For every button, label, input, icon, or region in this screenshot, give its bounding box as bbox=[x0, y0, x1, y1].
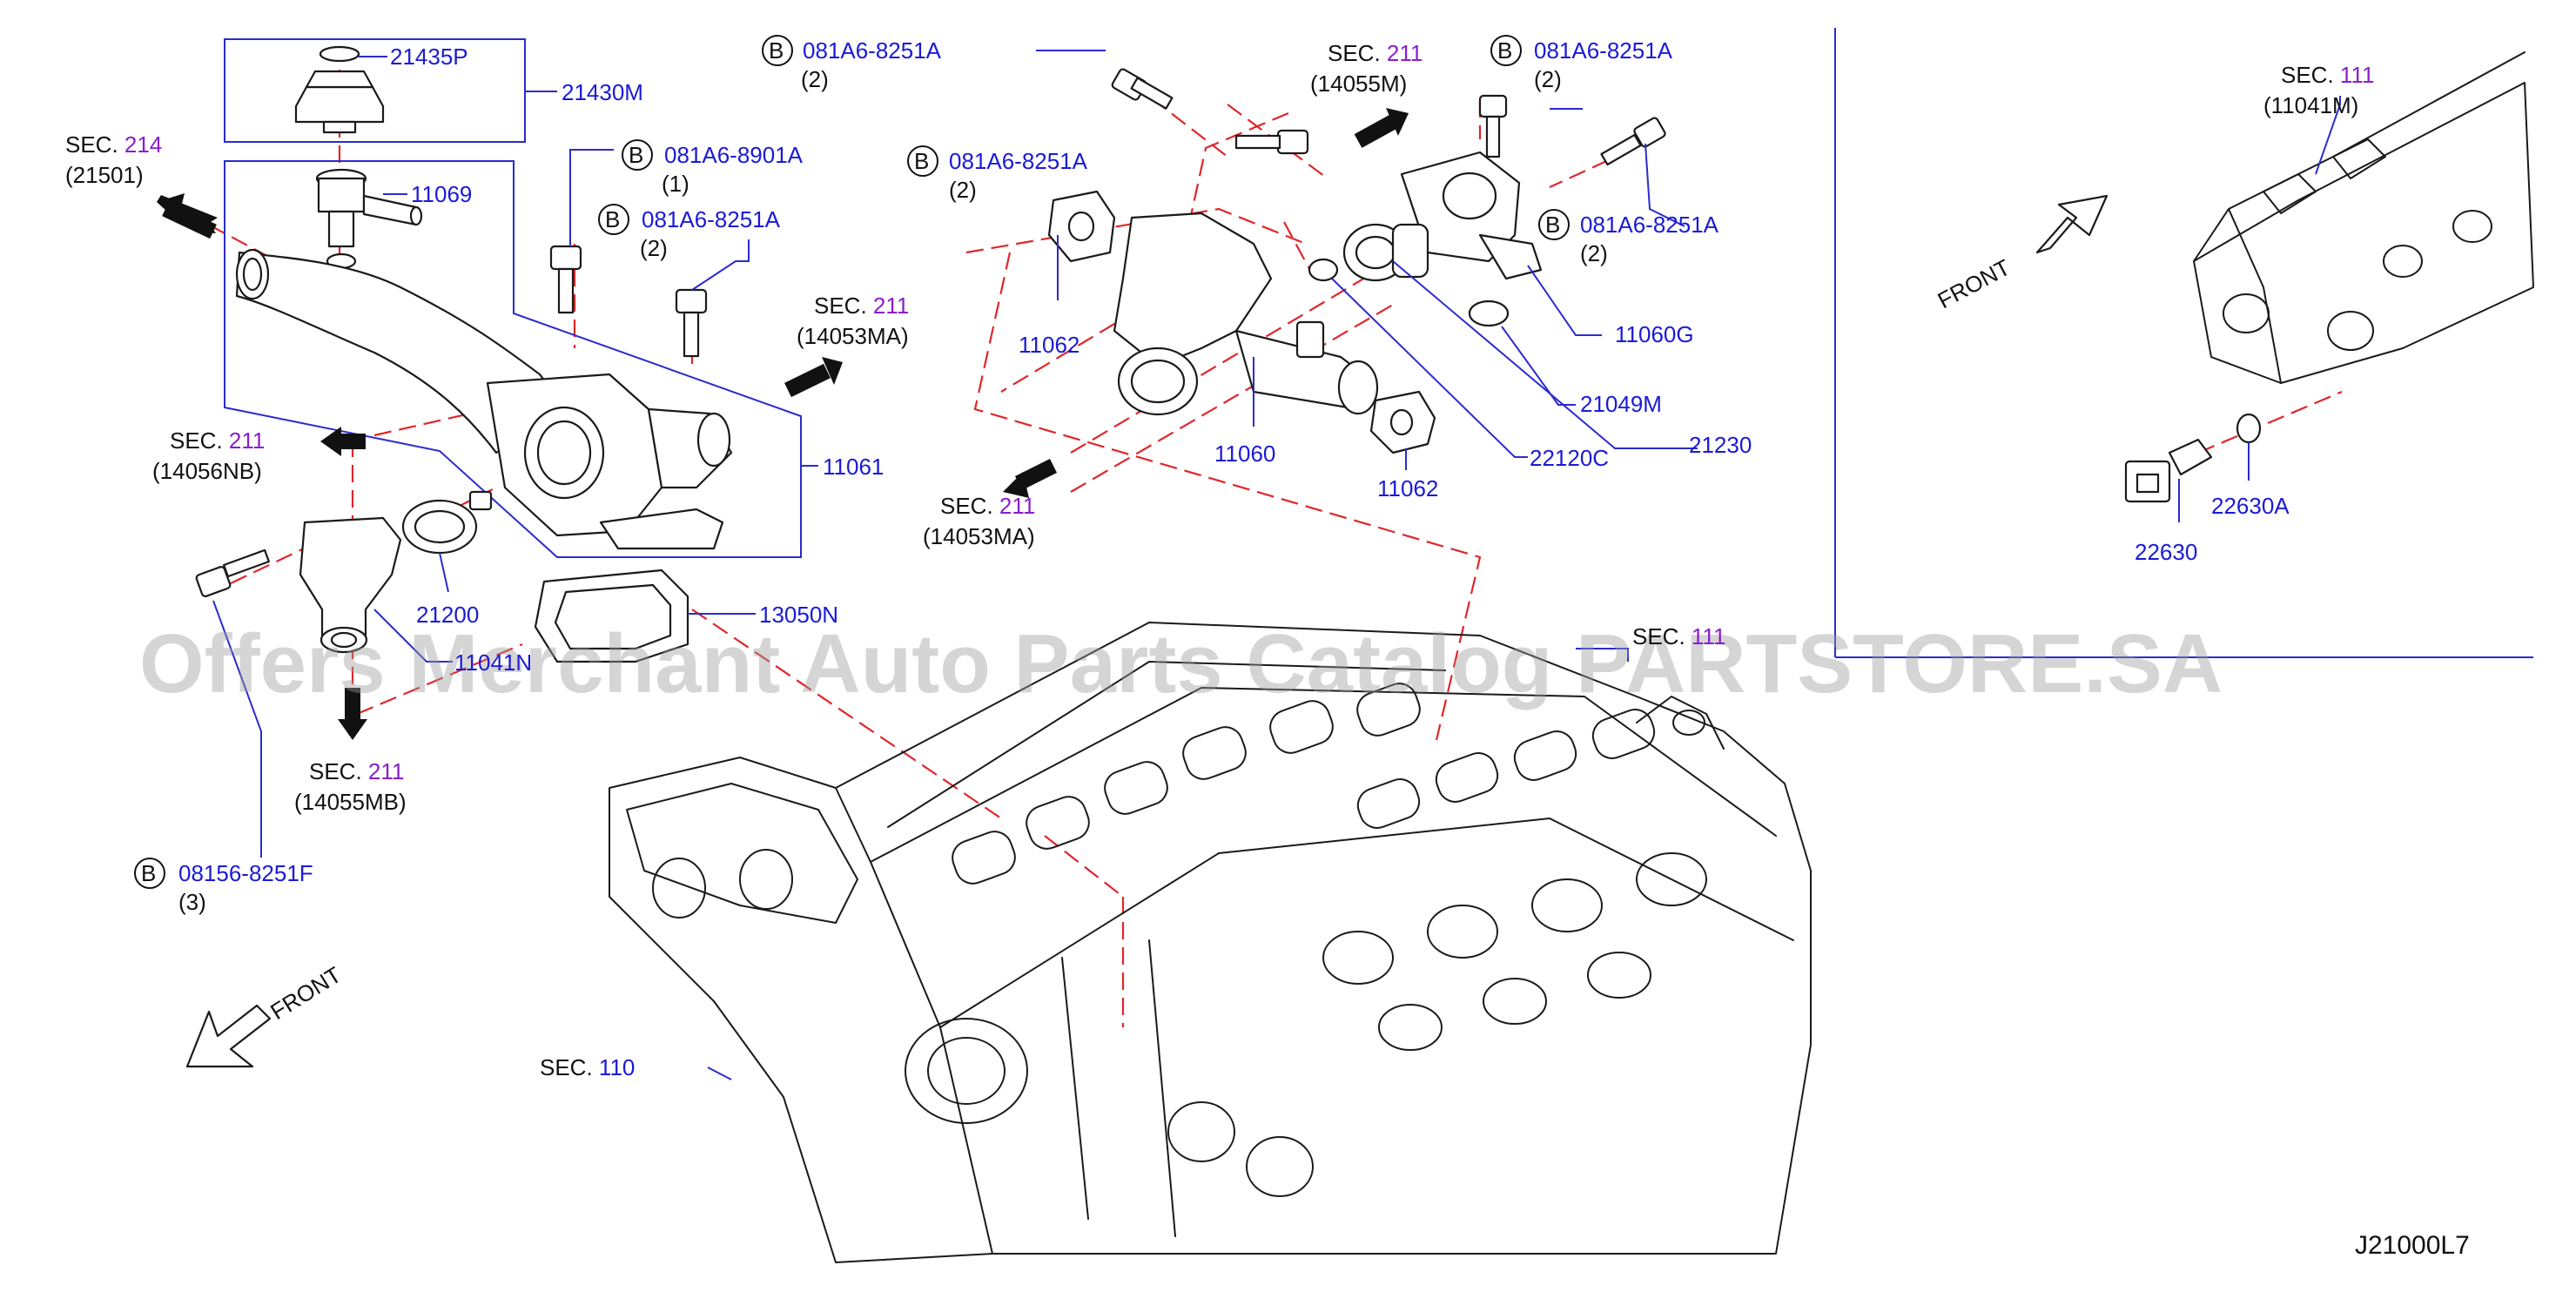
part-11062-left: 11062 bbox=[1019, 332, 1079, 358]
svg-text:081A6-8251A: 081A6-8251A bbox=[803, 37, 942, 64]
part-11060G: 11060G bbox=[1615, 321, 1694, 347]
cap-seal-disc bbox=[319, 45, 360, 63]
part-21435P: 21435P bbox=[390, 44, 468, 70]
svg-text:B: B bbox=[141, 860, 156, 886]
svg-text:B: B bbox=[629, 142, 643, 168]
svg-text:(3): (3) bbox=[178, 889, 206, 915]
water-outlet-pipe bbox=[235, 248, 733, 550]
watermark: Offers Merchant Auto Parts Catalog PARTS… bbox=[139, 617, 2223, 710]
svg-text:B: B bbox=[1545, 212, 1560, 238]
bolt-081A6-8251A-left bbox=[675, 288, 708, 358]
svg-text:B: B bbox=[769, 37, 784, 64]
arrows bbox=[157, 108, 1409, 740]
svg-text:(1): (1) bbox=[662, 171, 689, 197]
svg-text:081A6-8251A: 081A6-8251A bbox=[949, 148, 1088, 174]
gasket-11062-left bbox=[1047, 190, 1116, 263]
thermostat-housing-21049M bbox=[1342, 223, 1429, 282]
part-11062-right: 11062 bbox=[1377, 475, 1438, 501]
sec-211-label-c: SEC. 211 bbox=[309, 758, 404, 784]
sec-211-ref-e: (14053MA) bbox=[923, 523, 1035, 549]
front-arrow-left bbox=[185, 1004, 272, 1068]
sec-111-label-engine: SEC. 111 bbox=[1632, 623, 1725, 649]
part-22630A: 22630A bbox=[2211, 493, 2290, 519]
part-21049M: 21049M bbox=[1580, 391, 1662, 417]
svg-text:081A6-8251A: 081A6-8251A bbox=[642, 206, 781, 232]
svg-text:(2): (2) bbox=[1534, 66, 1562, 92]
sec-211-label-e: SEC. 211 bbox=[940, 493, 1035, 519]
part-11061: 11061 bbox=[823, 454, 884, 480]
sec-211-ref-b: (14056NB) bbox=[152, 458, 262, 484]
sec-214-label: SEC. 214 bbox=[65, 131, 162, 158]
bolt-callout-08156-8251F: B 08156-8251F (3) bbox=[134, 858, 313, 915]
engine-cylinder-head-block bbox=[609, 622, 1812, 1263]
part-21230: 21230 bbox=[1689, 432, 1752, 458]
outlet-group-box bbox=[224, 160, 802, 558]
o-ring-21049M bbox=[1468, 299, 1510, 327]
svg-text:B: B bbox=[1497, 37, 1512, 64]
gasket-11062-right bbox=[1369, 390, 1436, 454]
part-13050N: 13050N bbox=[759, 602, 838, 628]
front-arrow-right-panel bbox=[2035, 194, 2109, 254]
sec-211-label-d: SEC. 211 bbox=[1328, 40, 1423, 66]
part-22120C: 22120C bbox=[1530, 445, 1609, 471]
sec-111-ref-right: (11041M) bbox=[2263, 92, 2358, 118]
svg-text:081A6-8251A: 081A6-8251A bbox=[1534, 37, 1673, 64]
gasket-13050N bbox=[534, 569, 689, 663]
svg-text:081A6-8901A: 081A6-8901A bbox=[664, 142, 804, 168]
svg-text:B: B bbox=[914, 148, 929, 174]
water-outlet-11060G bbox=[1400, 151, 1543, 280]
bolt-081A6-8251A-top-center bbox=[1111, 68, 1174, 110]
right-cylinder-head bbox=[2193, 51, 2534, 384]
sec-211-label-a: SEC. 211 bbox=[814, 293, 909, 319]
o-ring-22120C bbox=[1308, 258, 1339, 282]
leader-lines bbox=[212, 50, 2341, 1080]
radiator-cap bbox=[294, 70, 385, 134]
bolt-callout-081A6-8251A-top: B 081A6-8251A (2) bbox=[762, 35, 942, 92]
sec-111-label-right: SEC. 111 bbox=[2281, 62, 2374, 88]
sec-211-ref-c: (14055MB) bbox=[294, 789, 407, 815]
svg-text:081A6-8251A: 081A6-8251A bbox=[1580, 212, 1719, 238]
svg-text:(2): (2) bbox=[949, 177, 977, 203]
bolt-08156-8251F bbox=[195, 548, 270, 598]
svg-text:(2): (2) bbox=[640, 235, 668, 261]
bolt-callout-081A6-8251A-right-top: B 081A6-8251A (2) bbox=[1490, 35, 1673, 92]
front-label-left: FRONT bbox=[266, 961, 346, 1025]
part-11060: 11060 bbox=[1214, 441, 1275, 467]
sec-110-label: SEC. 110 bbox=[540, 1054, 635, 1080]
svg-text:B: B bbox=[605, 206, 620, 232]
sec-211-ref-a: (14053MA) bbox=[797, 323, 909, 349]
part-21430M: 21430M bbox=[562, 79, 643, 105]
filler-neck bbox=[315, 168, 423, 270]
sec-211-label-b: SEC. 211 bbox=[170, 427, 265, 454]
bolt-081A6-8251A-right-center-2 bbox=[1600, 117, 1666, 166]
temperature-sensor-22630 bbox=[2124, 438, 2213, 503]
bolt-callout-081A6-8251A-center: B 081A6-8251A (2) bbox=[907, 145, 1088, 203]
part-22630: 22630 bbox=[2135, 539, 2197, 565]
svg-text:08156-8251F: 08156-8251F bbox=[178, 860, 313, 886]
svg-text:(2): (2) bbox=[1580, 240, 1608, 266]
sec-214-ref: (21501) bbox=[65, 162, 144, 188]
bolt-081A6-8901A bbox=[549, 245, 582, 314]
sec-211-ref-d: (14055M) bbox=[1310, 71, 1407, 97]
bolt-callout-081A6-8901A: B 081A6-8901A (1) bbox=[622, 139, 804, 197]
part-21200: 21200 bbox=[416, 602, 479, 628]
svg-text:(2): (2) bbox=[801, 66, 829, 92]
bolt-081A6-8251A-right-center-1 bbox=[1478, 94, 1508, 158]
part-11041N: 11041N bbox=[454, 649, 532, 676]
bolt-081A6-8251A-mid-center bbox=[1234, 129, 1309, 155]
bolt-callout-081A6-8251A-left: B 081A6-8251A (2) bbox=[598, 204, 781, 261]
water-inlet-11060 bbox=[1113, 212, 1379, 416]
water-inlet-housing bbox=[299, 516, 402, 654]
bolt-callout-081A6-8251A-right-mid: B 081A6-8251A (2) bbox=[1538, 209, 1719, 266]
thermostat bbox=[401, 490, 493, 555]
part-11069: 11069 bbox=[411, 181, 472, 207]
assembly-dashed-lines bbox=[186, 70, 2343, 1027]
front-label-right: FRONT bbox=[1934, 254, 2014, 314]
gasket-22630A bbox=[2236, 413, 2262, 444]
diagram-code: J21000L7 bbox=[2355, 1231, 2470, 1260]
